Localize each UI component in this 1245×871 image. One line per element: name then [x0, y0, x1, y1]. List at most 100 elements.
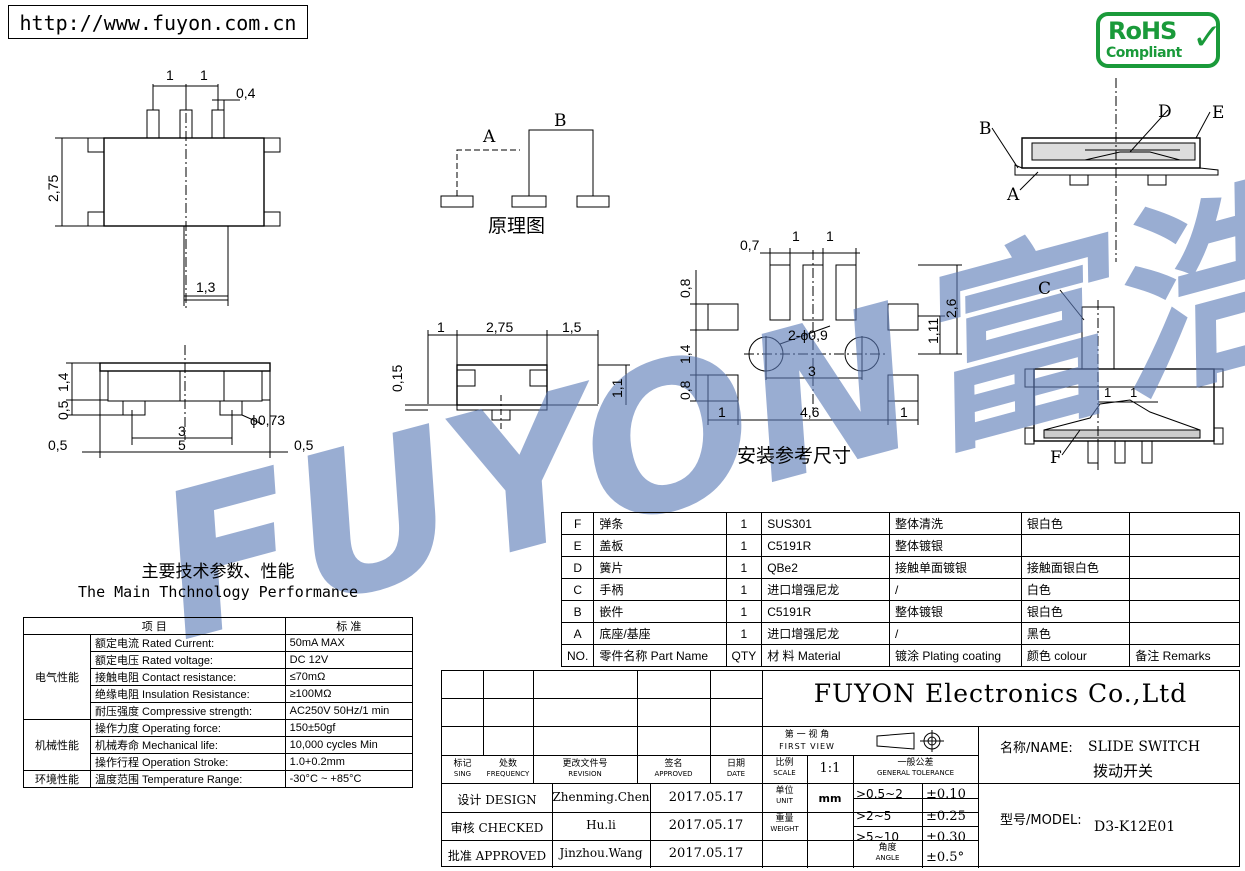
part-plating: 整体镀银 — [889, 534, 1022, 557]
perf-item: 操作力度 Operating force: — [90, 719, 286, 737]
table-row: 耐压强度 Compressive strength:AC250V 50Hz/1 … — [24, 702, 414, 720]
part-name: 底座/基座 — [593, 622, 727, 645]
dim-front-side-l: 0,5 — [48, 437, 68, 453]
part-remark — [1129, 512, 1240, 535]
dim-front-pitch: 3 — [178, 423, 186, 439]
design-date: 2017.05.17 — [668, 790, 744, 805]
front-view — [66, 345, 288, 458]
part-colour — [1020, 534, 1131, 557]
perf-head-std: 标 准 — [284, 617, 414, 635]
angle-cn: 角度 — [878, 843, 897, 853]
part-colour: 银白色 — [1020, 512, 1131, 535]
dim-side-c: 1,5 — [562, 319, 582, 335]
dim-front-side-r: 0,5 — [294, 437, 314, 453]
tolerance-cn: 一般公差 — [897, 758, 934, 768]
weight-cn: 重量 — [775, 814, 794, 824]
title-block: 标记 SING 处数 FREQUENCY 更改文件号 REVISION 签名 A… — [441, 670, 1240, 868]
table-row: 操作行程 Operation Stroke:1.0+0.2mm — [24, 753, 414, 771]
rev-col-en: SING — [453, 770, 472, 778]
part-colour: 黑色 — [1020, 622, 1131, 645]
schem-label-b: B — [554, 111, 567, 131]
scale-en: SCALE — [773, 769, 796, 777]
scale-value: 1:1 — [819, 761, 841, 776]
parts-head-material: 材 料 Material — [761, 644, 891, 667]
design-name: Zhenming.Chen — [552, 790, 650, 804]
check-icon: ✓ — [1192, 17, 1223, 58]
part-id: C — [560, 578, 595, 601]
perf-head-item: 项 目 — [23, 617, 286, 635]
dim-fp-w1: 0,7 — [740, 237, 760, 253]
name-label: 名称/NAME: — [1000, 741, 1073, 756]
side-view — [405, 330, 630, 430]
rev-col-cn: 更改文件号 — [562, 759, 608, 769]
perf-cat: 机械性能 — [23, 719, 91, 771]
part-qty: 1 — [725, 600, 763, 623]
dim-side-a: 1 — [437, 319, 445, 335]
perf-title-en: The Main Thchnology Performance — [78, 583, 358, 601]
part-qty: 1 — [725, 622, 763, 645]
unit-cn: 单位 — [775, 786, 794, 796]
table-row: 机械寿命 Mechanical life:10,000 cycles Min — [24, 736, 414, 754]
dim-fp-total: 4,6 — [800, 404, 820, 420]
table-row: 机械性能 操作力度 Operating force: 150±50gf — [23, 719, 414, 771]
dim-fp-h1: 0,8 — [677, 278, 693, 298]
perf-item: 机械寿命 Mechanical life: — [90, 736, 286, 754]
dim-front-h1: 1,4 — [55, 372, 71, 392]
checked-date: 2017.05.17 — [668, 818, 744, 833]
dim-side-h2: 1,1 — [609, 378, 625, 398]
unit-value: mm — [818, 792, 842, 805]
part-plating: / — [889, 578, 1022, 601]
dim-fp-pitch: 3 — [808, 363, 816, 379]
checked-label: 审核 CHECKED — [450, 821, 544, 835]
perf-cat: 电气性能 — [23, 634, 91, 720]
part-name: 弹条 — [593, 512, 727, 535]
dim-top-height: 2,75 — [45, 175, 61, 202]
top-view — [55, 84, 281, 310]
company-name: FUYON Electronics Co.,Ltd — [813, 679, 1188, 708]
first-view-label: 第 一 视 角 FIRST VIEW — [762, 729, 852, 753]
website-url[interactable]: http://www.fuyon.com.cn — [8, 5, 308, 39]
rev-col-approved: 签名 APPROVED — [637, 759, 710, 779]
dim-fp-h2: 1,4 — [677, 344, 693, 364]
rohs-compliant-text: Compliant — [1106, 45, 1182, 61]
dim-fp-right2: 1,11 — [925, 318, 941, 344]
perf-item: 温度范围 Temperature Range: — [90, 770, 286, 788]
iso-label-b: B — [979, 119, 992, 139]
perf-std: 50mA MAX — [284, 634, 414, 652]
parts-head-name: 零件名称 Part Name — [593, 644, 727, 667]
parts-head-colour: 颜色 colour — [1020, 644, 1131, 667]
perf-std: -30°C ~ +85°C — [284, 770, 414, 788]
part-colour: 接触面银白色 — [1020, 556, 1131, 579]
parts-head-plating: 镀涂 Plating coating — [889, 644, 1022, 667]
table-row: 接触电阻 Contact resistance:≤70mΩ — [24, 668, 414, 686]
rev-col-cn: 处数 — [498, 759, 517, 769]
footprint-title: 安装参考尺寸 — [737, 445, 851, 467]
name-en: SLIDE SWITCH — [1088, 739, 1201, 755]
part-qty: 1 — [725, 512, 763, 535]
projection-icon — [876, 730, 944, 752]
part-id: A — [560, 622, 595, 645]
part-plating: 接触单面镀银 — [889, 556, 1022, 579]
parts-head-id: NO. — [560, 644, 595, 667]
rev-col-cn: 标记 — [453, 759, 472, 769]
rev-col-cn: 签名 — [664, 759, 683, 769]
perf-std: ≤70mΩ — [284, 668, 414, 686]
dim-fp-p1: 1 — [792, 228, 800, 244]
dim-top-pin: 0,4 — [236, 85, 256, 101]
parts-head-remark: 备注 Remarks — [1129, 644, 1240, 667]
dim-top-lever: 1,3 — [196, 279, 216, 295]
part-name: 手柄 — [593, 578, 727, 601]
angle-label: 角度 ANGLE — [853, 843, 922, 863]
rev-col-en: FREQUENCY — [486, 770, 530, 778]
perf-item: 接触电阻 Contact resistance: — [90, 668, 286, 686]
dim-fp-right1: 2,6 — [943, 298, 959, 318]
part-colour: 白色 — [1020, 578, 1131, 601]
model-label: 型号/MODEL: — [1000, 813, 1082, 828]
rev-col-en: DATE — [726, 770, 746, 778]
model-value: D3-K12E01 — [1094, 819, 1176, 835]
dim-front-body: 5 — [178, 437, 186, 453]
